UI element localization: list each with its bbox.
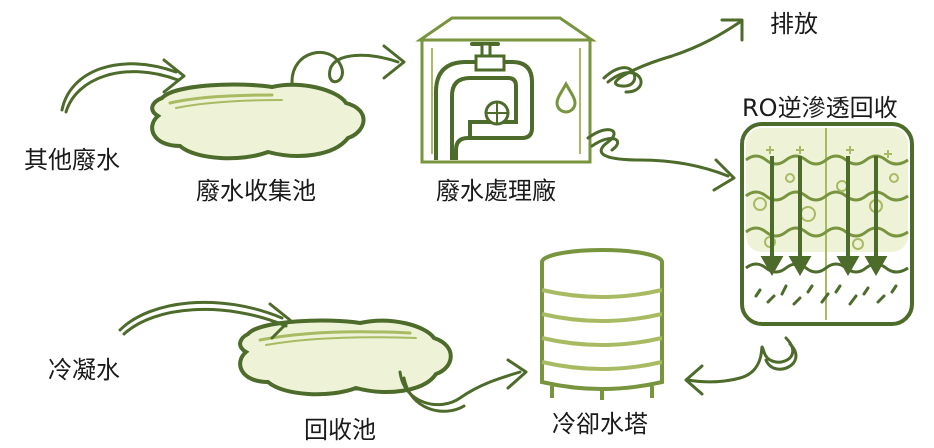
arrow-ro-to-tower — [684, 336, 798, 396]
arrow-condensate-to-pool — [118, 300, 292, 340]
recovery-pool-icon — [238, 318, 453, 397]
arrow-other-to-pool — [60, 58, 186, 114]
arrow-plant-to-ro — [586, 128, 736, 192]
label-condensate: 冷凝水 — [48, 356, 120, 384]
arrow-plant-to-discharge — [602, 18, 744, 94]
ro-filter-icon — [740, 122, 914, 326]
arrow-pool-to-tower — [398, 358, 528, 413]
arrow-pool-to-plant — [290, 44, 406, 84]
label-ro-recovery: RO逆滲透回收 — [742, 94, 898, 122]
cooling-tower-icon — [540, 248, 664, 400]
label-cooling-tower: 冷卻水塔 — [552, 410, 648, 438]
label-recovery-pool: 回收池 — [304, 416, 376, 444]
label-wastewater-pool: 廢水收集池 — [196, 177, 316, 205]
wastewater-pool-icon — [150, 82, 366, 161]
treatment-plant-icon — [415, 16, 597, 164]
label-treatment-plant: 廢水處理廠 — [436, 177, 556, 205]
label-other-wastewater: 其他廢水 — [24, 146, 120, 174]
label-discharge: 排放 — [770, 10, 818, 38]
